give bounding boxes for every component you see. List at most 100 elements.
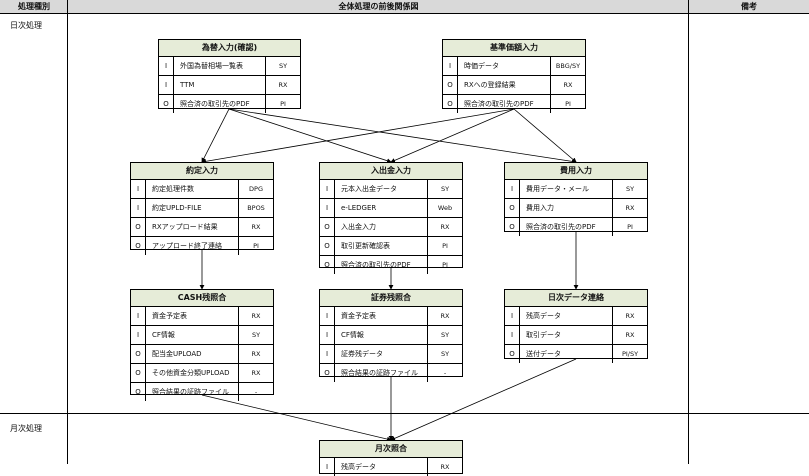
io-marker: I — [320, 307, 335, 325]
system-code: SY — [427, 326, 462, 344]
process-title: 日次データ連絡 — [505, 290, 647, 307]
io-marker: I — [131, 180, 146, 198]
header-type: 処理種別 — [0, 0, 68, 14]
item-name: TTM — [180, 81, 195, 89]
flow-arrow — [201, 108, 230, 163]
item-name: 約定処理件数 — [152, 185, 194, 193]
item-name: 配当金UPLOAD — [152, 350, 202, 358]
process-row: O 取引更新確認表 PI — [320, 237, 462, 256]
system-code: RX — [612, 326, 647, 344]
item-name: CF情報 — [341, 331, 364, 339]
io-marker: O — [505, 199, 520, 217]
item-name: 残高データ — [526, 312, 561, 320]
io-marker: O — [131, 218, 146, 236]
flow-arrow — [390, 358, 577, 441]
io-marker: I — [505, 307, 520, 325]
io-marker: I — [131, 326, 146, 344]
item-name: 照合済の取引先のPDF — [464, 100, 534, 108]
item-name: 照合結果の証跡ファイル — [152, 388, 229, 396]
io-marker: I — [505, 180, 520, 198]
item-name: RXへの登録結果 — [464, 81, 516, 89]
system-code: PI — [427, 237, 462, 255]
process-title: 基準価額入力 — [443, 40, 585, 57]
system-code: RX — [238, 364, 273, 382]
system-code: PI — [550, 95, 585, 113]
system-code: SY — [238, 326, 273, 344]
io-marker: O — [443, 95, 458, 113]
item-name: 時価データ — [464, 62, 499, 70]
column-divider — [688, 0, 689, 464]
item-name: 取引更新確認表 — [341, 242, 390, 250]
system-code: SY — [427, 345, 462, 363]
process-title: 約定入力 — [131, 163, 273, 180]
system-code: PI/SY — [612, 345, 647, 363]
process-title: 費用入力 — [505, 163, 647, 180]
io-marker: I — [131, 199, 146, 217]
io-marker: O — [320, 237, 335, 255]
system-code: RX — [612, 199, 647, 217]
io-marker: O — [131, 364, 146, 382]
system-code: RX — [612, 307, 647, 325]
io-marker: O — [131, 383, 146, 401]
item-name: 送付データ — [526, 350, 561, 358]
io-marker: I — [320, 180, 335, 198]
section-monthly: 月次処理 — [10, 424, 42, 433]
item-name: 外国為替相場一覧表 — [180, 62, 243, 70]
system-code: PI — [265, 95, 300, 113]
item-name: 照合結果の証跡ファイル — [341, 369, 418, 377]
column-divider — [67, 0, 68, 464]
section-daily: 日次処理 — [10, 21, 42, 30]
flow-arrow — [201, 394, 392, 442]
io-marker: O — [320, 256, 335, 274]
system-code: RX — [265, 76, 300, 94]
system-code: RX — [427, 307, 462, 325]
header-notes: 備考 — [689, 0, 809, 14]
io-marker: O — [505, 218, 520, 236]
item-name: 費用データ・メール — [526, 185, 589, 193]
process-title: 為替入力(確認) — [159, 40, 300, 57]
process-row: I 資金予定表 RX — [320, 307, 462, 326]
item-name: 照合済の取引先のPDF — [180, 100, 250, 108]
item-name: 約定UPLD-FILE — [152, 204, 202, 212]
item-name: 照合済の取引先のPDF — [526, 223, 596, 231]
process-title: 証券残照合 — [320, 290, 462, 307]
system-code: RX — [427, 458, 462, 476]
system-code: Web — [427, 199, 462, 217]
item-name: 資金予定表 — [152, 312, 187, 320]
system-code: RX — [238, 307, 273, 325]
system-code: RX — [427, 218, 462, 236]
process-row: O 照合済の取引先のPDF PI — [443, 95, 585, 113]
system-code: - — [238, 383, 273, 401]
process-title: 入出金入力 — [320, 163, 462, 180]
system-code: PI — [238, 237, 273, 255]
item-name: 証券残データ — [341, 350, 383, 358]
io-marker: O — [131, 237, 146, 255]
item-name: 資金予定表 — [341, 312, 376, 320]
item-name: 入出金入力 — [341, 223, 376, 231]
io-marker: I — [320, 326, 335, 344]
io-marker: I — [131, 307, 146, 325]
item-name: 費用入力 — [526, 204, 554, 212]
